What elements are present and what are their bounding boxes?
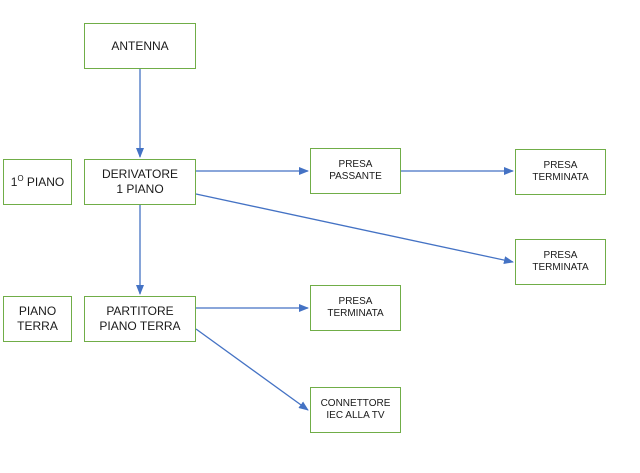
floor-label-piano-terra: PIANO TERRA (3, 296, 72, 342)
floor-ordinal-superscript: O (17, 174, 24, 183)
node-antenna-label: ANTENNA (111, 38, 169, 53)
floor-label-primo-piano-text: 1O PIANO (11, 174, 64, 190)
floor-label-piano-terra-text: PIANO TERRA (17, 304, 58, 333)
node-partitore-label: PARTITORE PIANO TERRA (99, 304, 181, 333)
node-presa-passante-label: PRESA PASSANTE (329, 158, 382, 183)
floor-label-primo-piano: 1O PIANO (3, 159, 72, 205)
node-presa-terminata-3-label: PRESA TERMINATA (327, 295, 384, 320)
node-presa-terminata-2: PRESA TERMINATA (515, 239, 606, 285)
node-connettore-iec: CONNETTORE IEC ALLA TV (310, 387, 401, 433)
node-partitore: PARTITORE PIANO TERRA (84, 296, 196, 342)
floor-word: PIANO (26, 175, 65, 189)
node-antenna: ANTENNA (84, 23, 196, 69)
node-connettore-iec-label: CONNETTORE IEC ALLA TV (320, 397, 391, 422)
floor-number: 1 (10, 175, 18, 189)
arrow-derivatore-to-presa-terminata-2 (195, 193, 514, 265)
node-derivatore-label: DERIVATORE 1 PIANO (101, 167, 178, 196)
node-presa-passante: PRESA PASSANTE (310, 148, 401, 194)
arrow-partitore-to-connettore (195, 328, 309, 411)
node-presa-terminata-2-label: PRESA TERMINATA (532, 249, 589, 274)
node-presa-terminata-1: PRESA TERMINATA (515, 149, 606, 195)
node-presa-terminata-3: PRESA TERMINATA (310, 285, 401, 331)
node-presa-terminata-1-label: PRESA TERMINATA (532, 159, 589, 184)
node-derivatore: DERIVATORE 1 PIANO (84, 159, 196, 205)
